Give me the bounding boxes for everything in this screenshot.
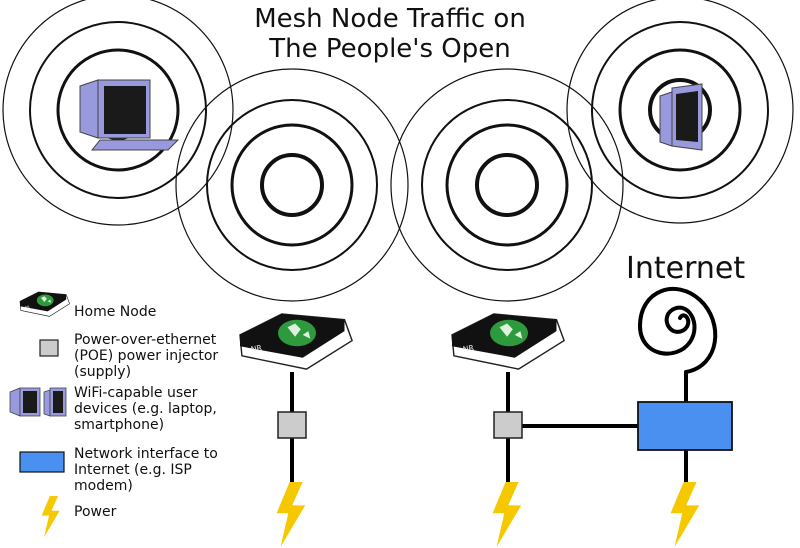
legend-label-poe-line-2: (POE) power injector: [74, 348, 219, 364]
legend-label-poe-line-3: (supply): [74, 364, 132, 380]
laptop-icon: [79, 79, 180, 151]
internet-spiral-icon: [637, 287, 718, 374]
ring-group-node-b: [390, 68, 624, 302]
network-interface-icon: [19, 451, 65, 473]
poe-injector-a: [277, 411, 307, 439]
power-bolt-b: [492, 482, 522, 547]
smartphone-icon: [659, 83, 703, 151]
user-devices-icon: [9, 387, 67, 417]
legend-label-devices-line-2: devices (e.g. laptop,: [74, 401, 217, 417]
home-node-b: [451, 313, 565, 370]
poe-injector-icon: [39, 339, 59, 357]
title-line-2: The People's Open: [269, 34, 511, 64]
legend-label-network-line-3: modem): [74, 478, 133, 494]
title-line-1: Mesh Node Traffic on: [254, 4, 526, 34]
network-interface-modem: [637, 401, 733, 451]
diagram-title: Mesh Node Traffic on The People's Open: [180, 4, 600, 64]
legend-label-network-line-1: Network interface to: [74, 446, 218, 462]
power-icon: [41, 496, 60, 537]
ring-group-node-a: [175, 68, 409, 302]
cables: [290, 372, 688, 482]
legend-label-home-node: Home Node: [74, 304, 157, 320]
power-bolt-a: [276, 482, 306, 547]
radio-rings: [2, 0, 794, 302]
legend-label-devices-line-1: WiFi-capable user: [74, 385, 198, 401]
legend-label-poe-injector: Power-over-ethernet (POE) power injector…: [74, 332, 218, 380]
legend-label-poe-line-1: Power-over-ethernet: [74, 332, 217, 348]
ring-group-right-device: [566, 0, 794, 224]
home-node-a: [239, 313, 353, 370]
power-bolt-c: [670, 482, 700, 547]
legend-label-network-line-2: Internet (e.g. ISP: [74, 462, 192, 478]
legend-label-devices-line-3: smartphone): [74, 417, 165, 433]
internet-label: Internet: [626, 251, 746, 286]
legend-label-power: Power: [74, 504, 117, 520]
poe-injector-b: [493, 411, 523, 439]
home-node-icon: [19, 291, 70, 317]
legend-label-network-interface: Network interface to Internet (e.g. ISP …: [74, 446, 218, 494]
legend-label-user-devices: WiFi-capable user devices (e.g. laptop, …: [74, 385, 217, 433]
